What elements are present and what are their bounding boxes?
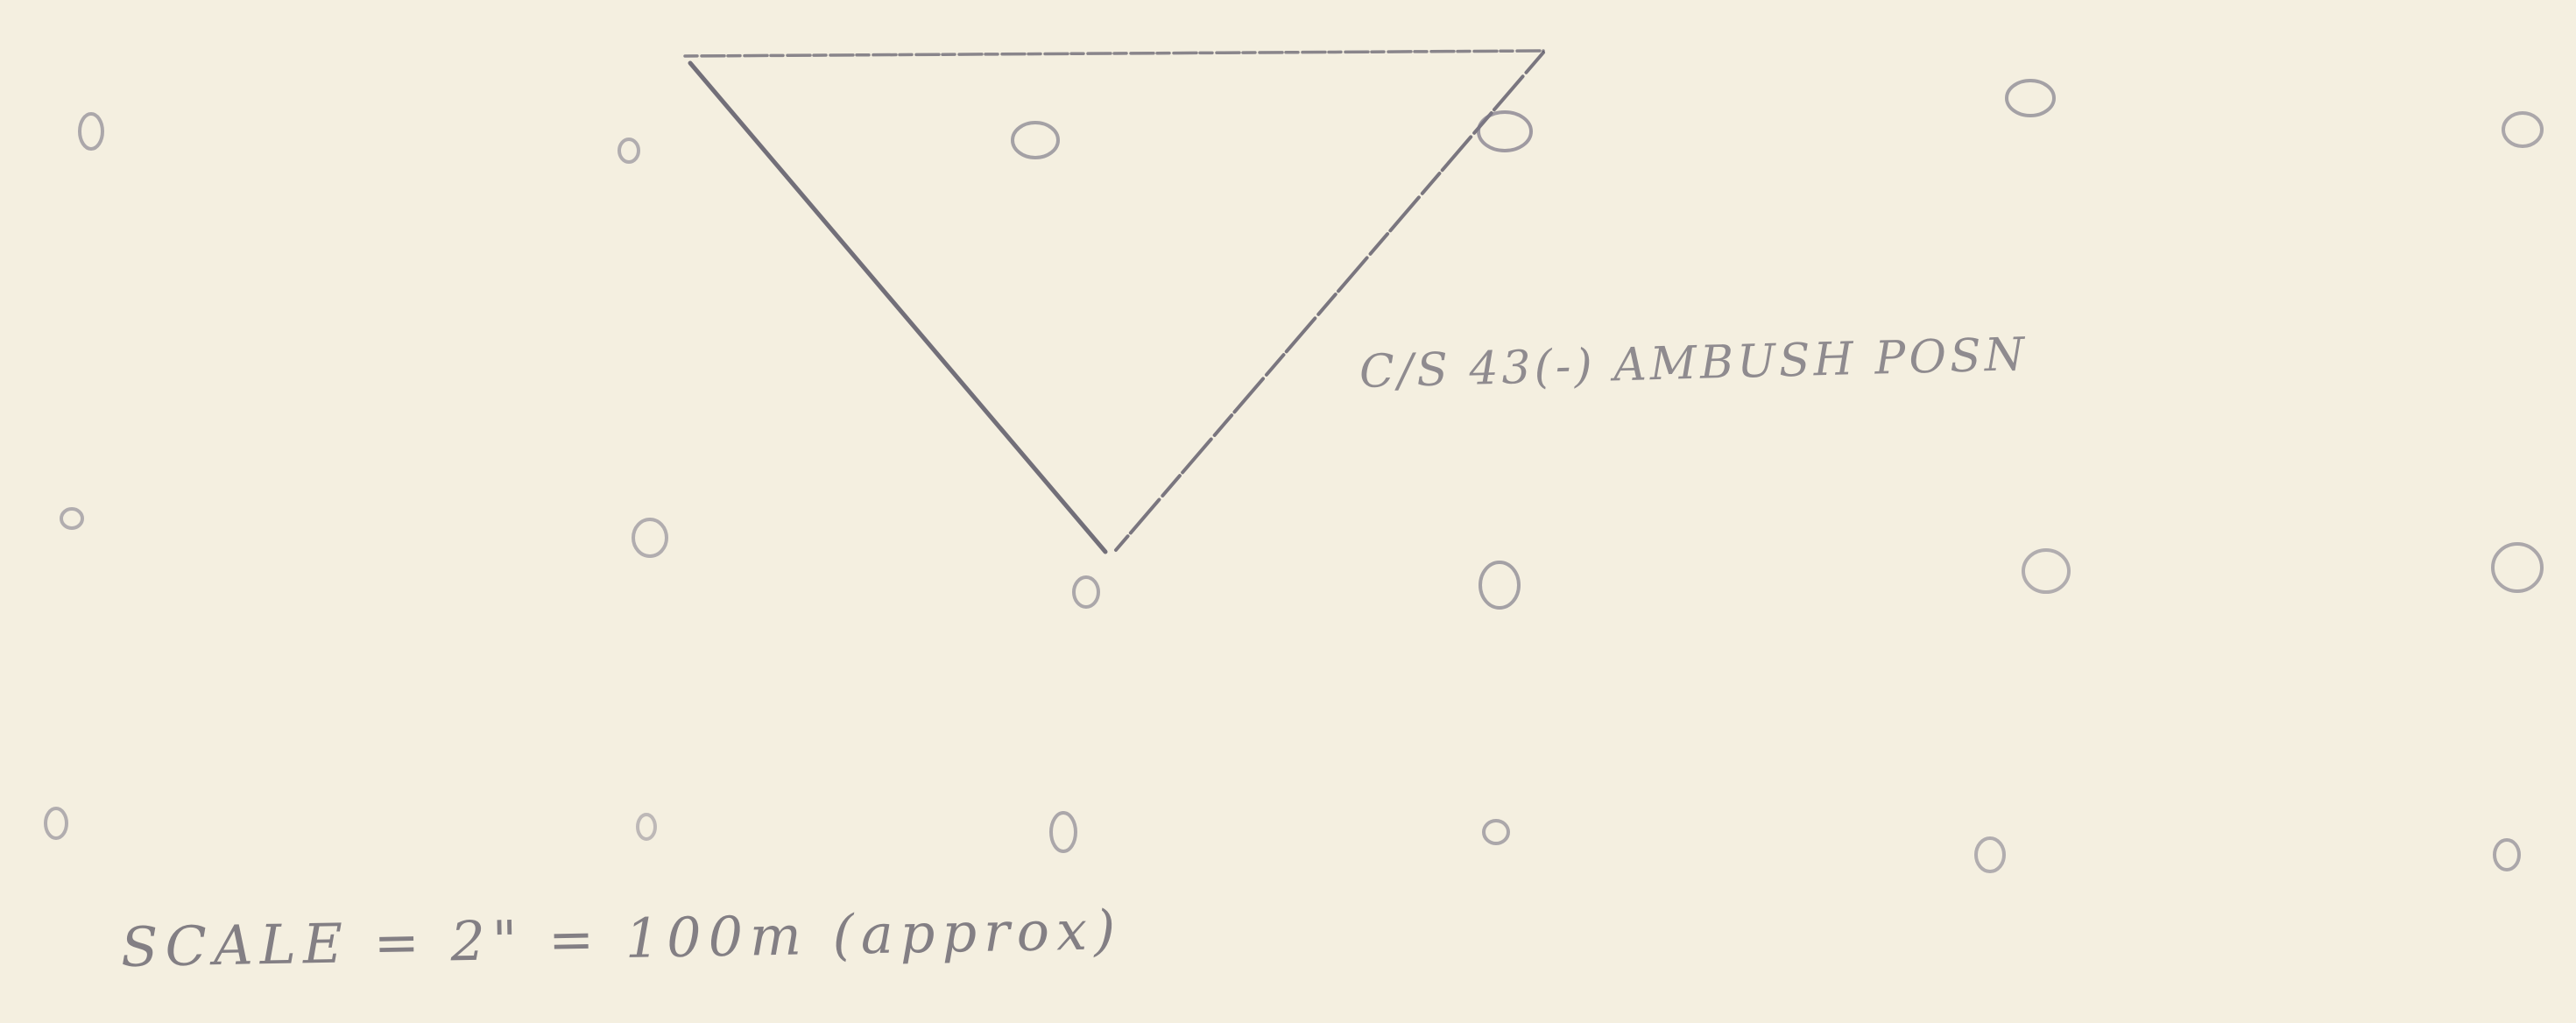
circle-marker: [636, 813, 657, 841]
circle-marker: [632, 518, 668, 558]
circle-marker: [1482, 819, 1510, 845]
marker-row-1: [78, 79, 2544, 164]
circle-marker: [2493, 838, 2521, 871]
circle-marker: [1049, 811, 1077, 853]
circle-marker: [60, 507, 84, 530]
circle-marker: [1011, 121, 1060, 159]
circle-marker: [1477, 110, 1533, 152]
circle-marker: [1479, 561, 1521, 610]
circle-marker: [2502, 111, 2544, 148]
triangle-left-edge: [688, 60, 1108, 554]
circle-marker: [2022, 548, 2071, 594]
circle-marker: [2005, 79, 2056, 117]
circle-marker: [2491, 542, 2544, 593]
circle-marker: [78, 112, 104, 151]
marker-row-2: [60, 507, 2544, 610]
circle-marker: [1072, 575, 1100, 609]
circle-marker: [1974, 836, 2006, 873]
circle-marker: [44, 807, 68, 840]
marker-row-3: [44, 807, 2521, 873]
triangle-top-edge: [683, 49, 1545, 58]
circle-marker: [618, 138, 640, 164]
triangle-right-edge: [1114, 51, 1545, 552]
ambush-triangle: [683, 49, 1545, 554]
